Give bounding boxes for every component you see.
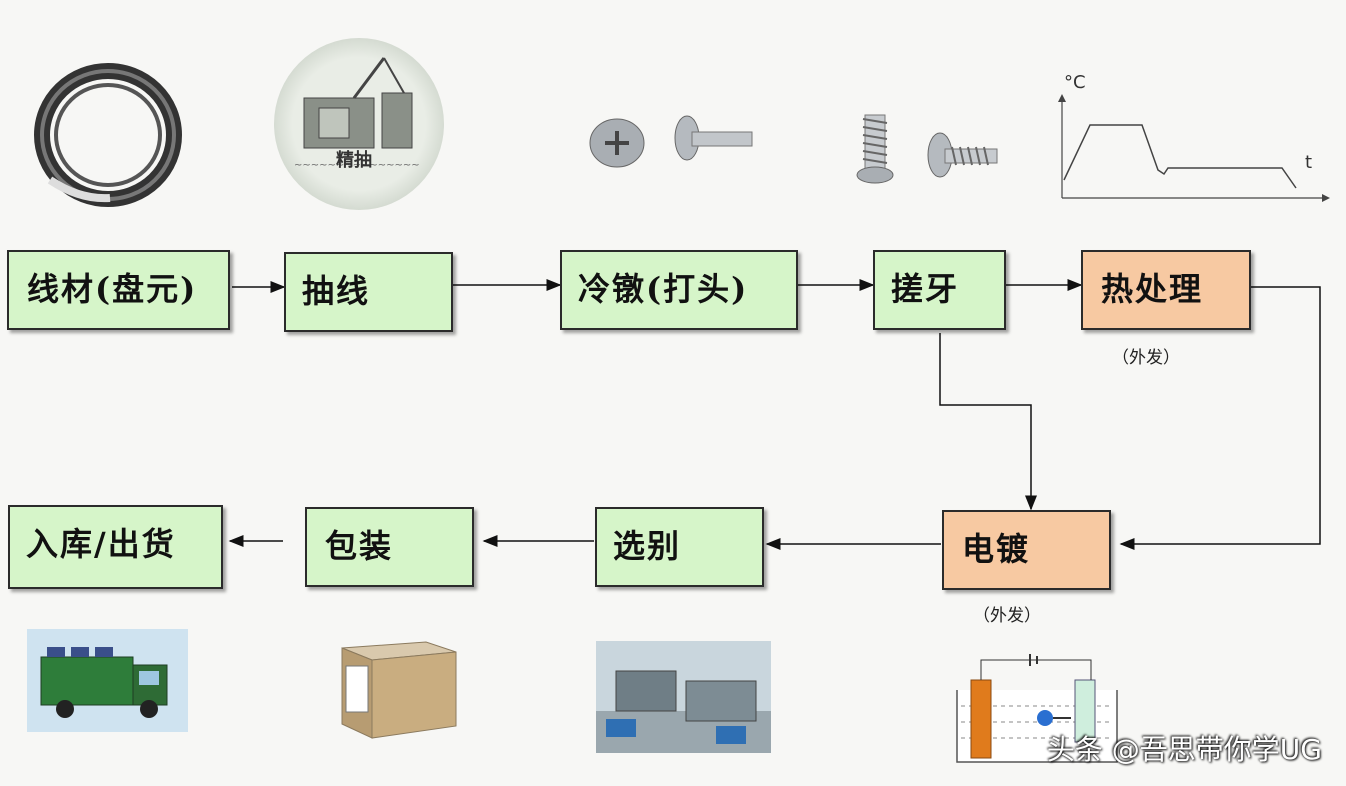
temp-axis-label: °C (1064, 72, 1086, 93)
step-heading-box: 冷镦(打头) (560, 250, 798, 330)
step-thread-box: 搓牙 (873, 250, 1006, 330)
step-draw-label: 抽线 (302, 272, 371, 310)
step-sort-box: 选别 (595, 507, 764, 587)
drawing-machine-illustration: ~~~~~~~~~~~~~~~ 精抽 (274, 38, 444, 210)
heat-curve-illustration (1058, 94, 1330, 202)
time-axis-label: t (1305, 152, 1313, 173)
drawing-machine-graphic: ~~~~~~~~~~~~~~~ (294, 57, 420, 171)
step-draw-box: 抽线 (284, 252, 453, 332)
step-sort-label: 选别 (613, 527, 682, 565)
step-wire-label: 线材(盘元) (27, 270, 198, 308)
step-ship-box: 入库/出货 (8, 505, 223, 589)
drawing-machine-label: 精抽 (336, 150, 372, 171)
step-plating-box: 电镀 (942, 510, 1111, 590)
sorting-machines-graphic (596, 670, 771, 753)
plating-outsourced-note: （外发） (973, 606, 1041, 626)
step-ship-label: 入库/出货 (26, 525, 176, 563)
step-pack-label: 包装 (325, 527, 394, 565)
screw-heads-illustration (589, 115, 753, 168)
step-wire-box: 线材(盘元) (7, 250, 230, 330)
step-thread-label: 搓牙 (891, 270, 960, 308)
truck-graphic (40, 647, 168, 718)
step-heat-label: 热处理 (1101, 270, 1204, 308)
truck-illustration (27, 629, 188, 732)
step-pack-box: 包装 (305, 507, 474, 587)
plating-bath-illustration (956, 654, 1118, 763)
carton-box-illustration (341, 641, 457, 739)
wire-coil-illustration (34, 63, 182, 207)
threaded-screws-illustration (856, 114, 998, 184)
watermark: 头条 @吾思带你学UG (1046, 733, 1322, 766)
arrow-thread-to-plating (939, 333, 1037, 511)
step-plating-label: 电镀 (962, 530, 1031, 568)
sorting-machines-illustration (596, 641, 771, 753)
arrow-heat-to-plating (1119, 286, 1321, 550)
svg-text:~~~~~~~~~~~~~~~: ~~~~~~~~~~~~~~~ (294, 160, 420, 171)
step-heat-box: 热处理 (1081, 250, 1251, 330)
step-heading-label: 冷镦(打头) (578, 270, 749, 308)
heat-outsourced-note: （外发） (1112, 348, 1180, 368)
